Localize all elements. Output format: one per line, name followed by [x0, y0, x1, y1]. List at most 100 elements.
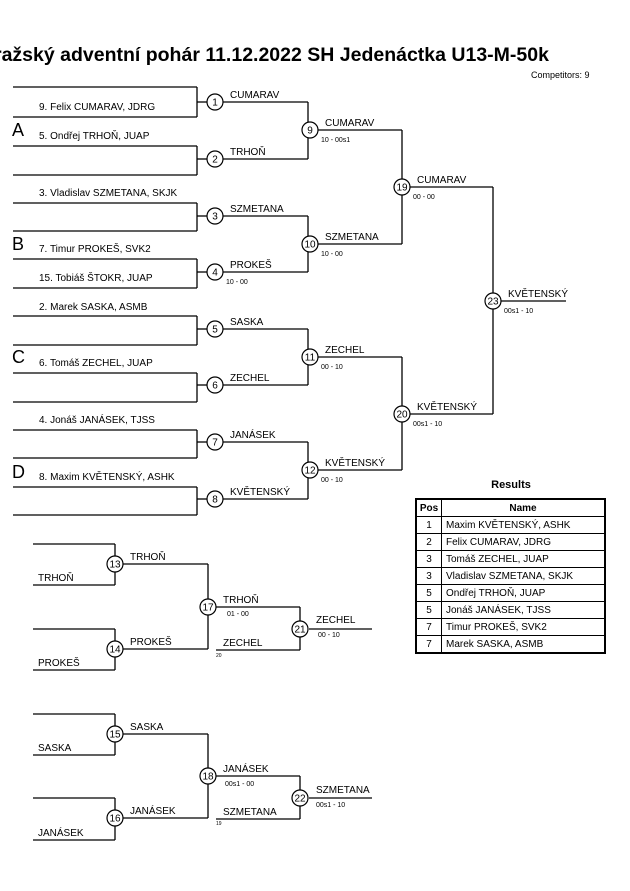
match-score: 00 - 10: [321, 364, 343, 371]
match-circle: [291, 789, 309, 807]
pool-label-d: D: [12, 462, 25, 482]
winner-name: CUMARAV: [417, 175, 467, 186]
results-name: Marek SASKA, ASMB: [441, 635, 606, 654]
match-number: 2: [212, 155, 218, 166]
entry-label: 4. Jonáš JANÁSEK, TJSS: [39, 413, 155, 426]
results-name: Ondřej TRHOŇ, JUAP: [441, 584, 606, 602]
repechage-note: 20: [216, 653, 222, 659]
results-header-name: Name: [441, 498, 606, 517]
results-name: Tomáš ZECHEL, JUAP: [441, 550, 606, 568]
entry-label: 6. Tomáš ZECHEL, JUAP: [39, 358, 153, 369]
match-number: 9: [307, 126, 313, 137]
match-score: 01 - 00: [227, 611, 249, 618]
match-circle: [291, 620, 309, 638]
entry-label: 7. Timur PROKEŠ, SVK2: [39, 242, 151, 255]
match-score: 10 - 00: [226, 279, 248, 286]
match-score: 10 - 00s1: [321, 137, 350, 144]
winner-name: KVĚTENSKÝ: [230, 485, 290, 498]
results-header-pos: Pos: [415, 498, 442, 517]
match-score: 00s1 - 10: [316, 802, 345, 809]
match-circle: [106, 725, 124, 743]
match-score: 00s1 - 10: [504, 308, 533, 315]
match-circle: [206, 93, 224, 111]
match-number: 10: [304, 240, 316, 251]
results-name: Timur PROKEŠ, SVK2: [441, 618, 606, 636]
match-number: 17: [202, 603, 214, 614]
match-circle: [206, 320, 224, 338]
winner-name: SZMETANA: [316, 785, 370, 796]
winner-name: TRHOŇ: [223, 593, 259, 606]
match-number: 13: [109, 560, 121, 571]
results-name: Felix CUMARAV, JDRG: [441, 533, 606, 551]
match-number: 15: [109, 730, 121, 741]
match-circle: [206, 376, 224, 394]
pool-label-b: B: [12, 234, 25, 254]
repechage-entry-label: JANÁSEK: [38, 826, 84, 839]
results-pos: 5: [415, 601, 442, 619]
winner-name: ZECHEL: [325, 345, 365, 356]
match-score: 10 - 00: [321, 251, 343, 258]
match-number: 23: [487, 297, 499, 308]
match-score: 00 - 10: [318, 632, 340, 639]
winner-name: CUMARAV: [325, 118, 375, 129]
match-score: 00 - 10: [321, 477, 343, 484]
match-number: 8: [212, 495, 218, 506]
match-number: 3: [212, 212, 218, 223]
results-pos: 7: [415, 635, 442, 654]
results-pos: 3: [415, 567, 442, 585]
repechage-entry-label: TRHOŇ: [38, 571, 74, 584]
match-number: 22: [294, 794, 306, 805]
results-pos: 2: [415, 533, 442, 551]
match-number: 4: [212, 268, 218, 279]
repechage-label: SZMETANA: [223, 807, 277, 818]
match-circle: [106, 555, 124, 573]
match-circle: [206, 263, 224, 281]
winner-name: JANÁSEK: [230, 428, 276, 441]
entry-label: 3. Vladislav SZMETANA, SKJK: [39, 188, 178, 199]
results-pos: 1: [415, 516, 442, 534]
repechage-label: ZECHEL: [223, 638, 263, 649]
winner-name: PROKEŠ: [230, 258, 272, 271]
winner-name: KVĚTENSKÝ: [508, 287, 568, 300]
winner-name: KVĚTENSKÝ: [325, 456, 385, 469]
match-score: 00 - 00: [413, 194, 435, 201]
results-pos: 3: [415, 550, 442, 568]
competitors-count: Competitors: 9: [531, 70, 590, 80]
match-score: 00s1 - 10: [413, 421, 442, 428]
repechage-note: 19: [216, 821, 222, 827]
match-number: 6: [212, 381, 218, 392]
page-title: ražský adventní pohár 11.12.2022 SH Jede…: [0, 44, 549, 66]
entry-label: 15. Tobiáš ŠTOKR, JUAP: [39, 271, 153, 284]
winner-name: KVĚTENSKÝ: [417, 400, 477, 413]
entry-label: 5. Ondřej TRHOŇ, JUAP: [39, 129, 150, 142]
match-number: 16: [109, 814, 121, 825]
winner-name: TRHOŇ: [230, 145, 266, 158]
match-circle: [199, 598, 217, 616]
match-number: 12: [304, 466, 316, 477]
match-number: 5: [212, 325, 218, 336]
match-number: 19: [396, 183, 408, 194]
results-name: Vladislav SZMETANA, SKJK: [441, 567, 606, 585]
match-circle: [206, 207, 224, 225]
match-circle: [206, 433, 224, 451]
winner-name: SZMETANA: [230, 204, 284, 215]
entry-label: 9. Felix CUMARAV, JDRG: [39, 102, 155, 113]
results-name: Maxim KVĚTENSKÝ, ASHK: [441, 516, 606, 534]
repechage-entry-label: PROKEŠ: [38, 656, 80, 669]
results-name: Jonáš JANÁSEK, TJSS: [441, 601, 606, 619]
results-pos: 5: [415, 584, 442, 602]
winner-name: SASKA: [230, 317, 264, 328]
pool-label-a: A: [12, 120, 25, 140]
pool-label-c: C: [12, 347, 25, 367]
match-number: 7: [212, 438, 218, 449]
winner-name: JANÁSEK: [130, 804, 176, 817]
match-number: 20: [396, 410, 408, 421]
